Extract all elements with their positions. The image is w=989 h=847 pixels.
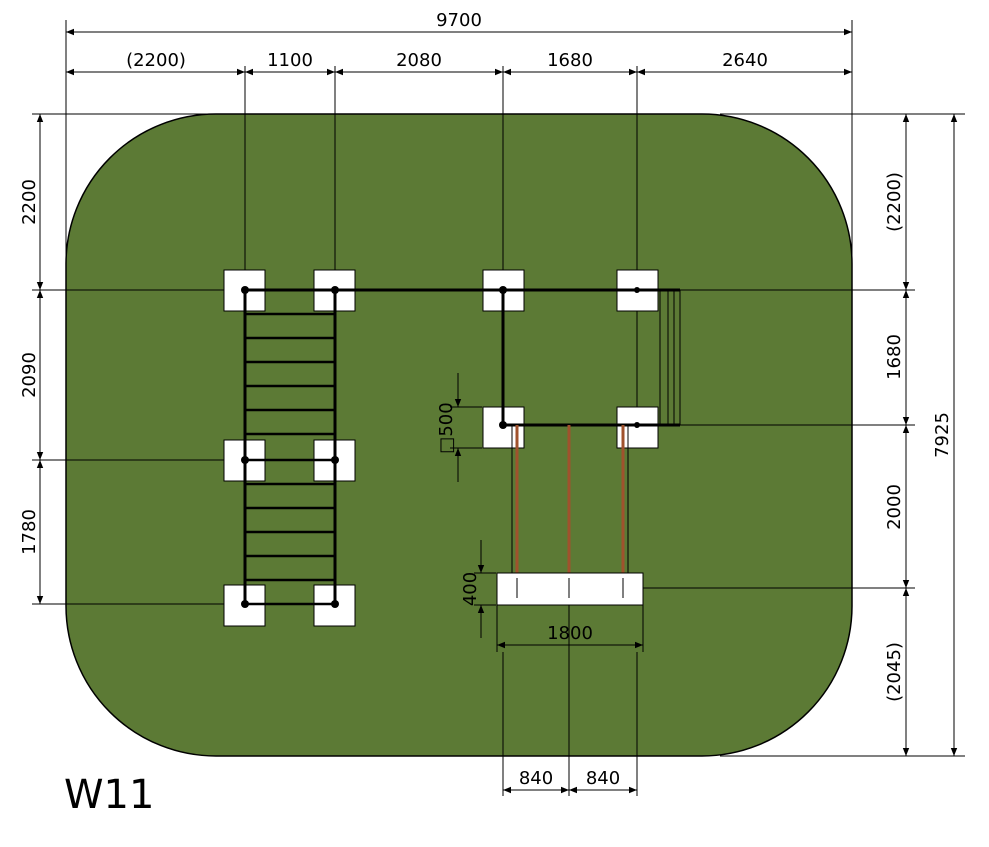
dim-base-square: □500 <box>436 402 457 453</box>
left-dimensions: 2200 2090 1780 <box>19 113 245 605</box>
product-code: W11 <box>64 772 154 818</box>
dim-slab-depth: 400 <box>460 572 481 606</box>
dim-top-segment: 1680 <box>547 50 593 71</box>
dim-top-segment: 1100 <box>267 50 313 71</box>
top-dimensions: 9700 (2200) 1100 2080 1680 2640 <box>65 10 853 425</box>
dim-right-segment: (2200) <box>884 172 905 232</box>
bottom-dimensions: 840 840 <box>502 605 638 796</box>
dim-bottom-segment: 840 <box>586 768 620 789</box>
dim-right-segment: (2045) <box>884 642 905 702</box>
dim-right-segment: 1680 <box>884 334 905 380</box>
right-dimensions: (2200) 1680 2000 (2045) 7925 <box>643 113 965 757</box>
dim-right-segment: 2000 <box>884 484 905 530</box>
dim-top-segment: (2200) <box>126 50 186 71</box>
dim-top-segment: 2640 <box>722 50 768 71</box>
slab-depth-dimension: 400 <box>460 540 496 638</box>
slab-base <box>496 572 644 606</box>
frame-structure <box>245 269 681 606</box>
dim-overall-width: 9700 <box>436 10 482 31</box>
dim-top-segment: 2080 <box>396 50 442 71</box>
slab-width-dimension: 1800 <box>496 605 644 652</box>
safety-surface-area <box>65 113 853 757</box>
dim-left-segment: 2200 <box>19 179 40 225</box>
dim-slab-width: 1800 <box>547 623 593 644</box>
dim-left-segment: 2090 <box>19 352 40 398</box>
dim-bottom-segment: 840 <box>519 768 553 789</box>
dim-overall-height: 7925 <box>932 412 953 458</box>
dim-left-segment: 1780 <box>19 509 40 555</box>
base-square-dimension: □500 <box>436 373 482 482</box>
